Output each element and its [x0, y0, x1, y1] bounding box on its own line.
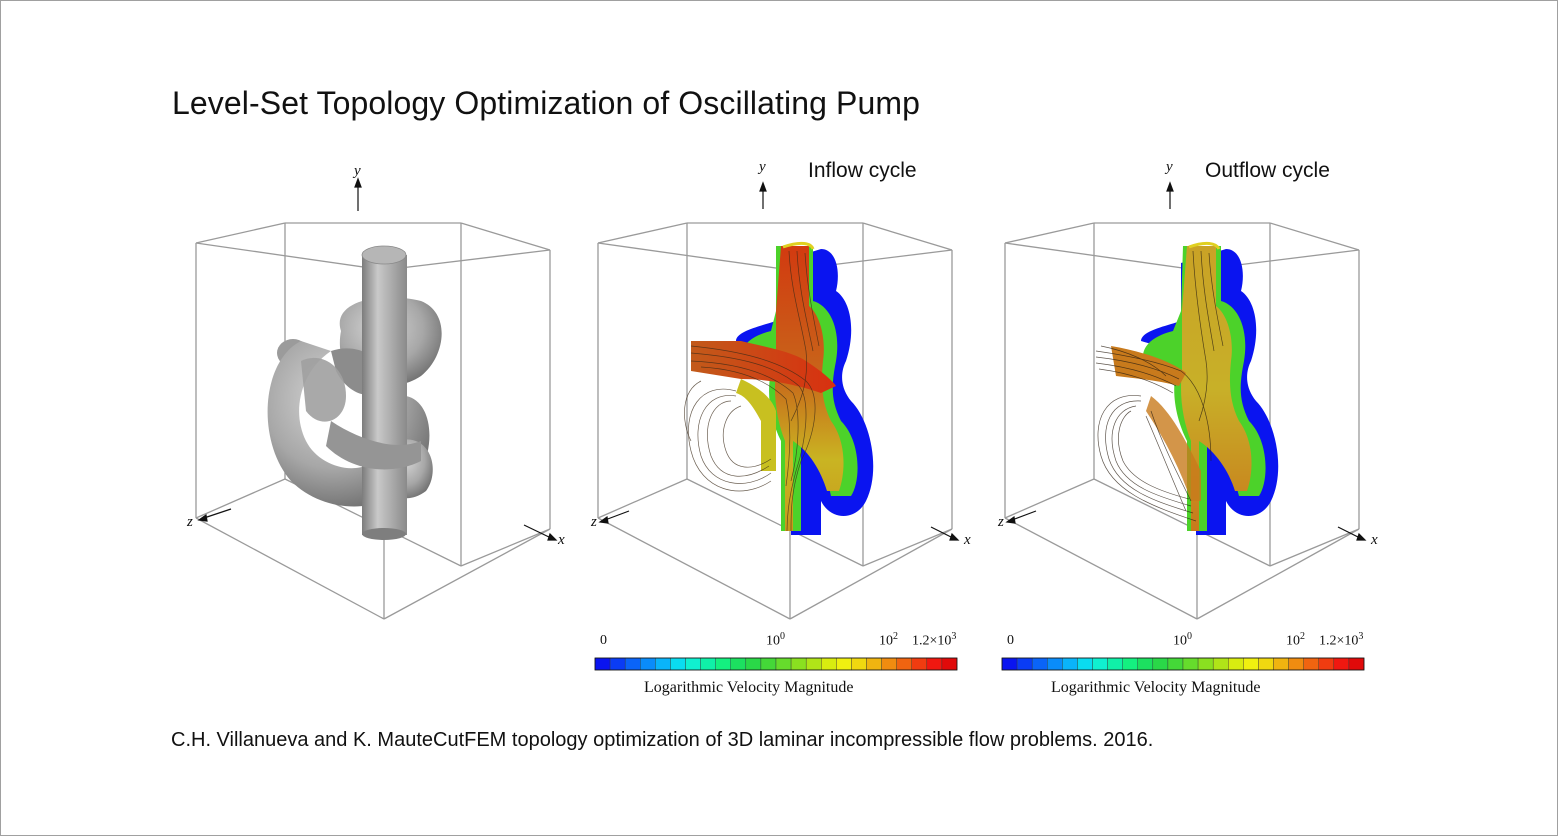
colorbar-swatch	[866, 657, 882, 671]
colorbar-swatch	[1212, 657, 1229, 671]
slide-title: Level-Set Topology Optimization of Oscil…	[172, 85, 920, 121]
inflow-cross-section	[691, 241, 874, 535]
gray-pump-solid	[267, 245, 442, 540]
colorbar-swatch	[1333, 657, 1350, 671]
colorbar-swatch	[1092, 657, 1108, 671]
colorbar-swatch	[1273, 657, 1289, 671]
cb1-tick-0: 0	[600, 633, 607, 648]
panel-label-outflow: Outflow cycle	[1205, 159, 1330, 182]
colorbar-frame	[594, 657, 958, 671]
colorbar-swatch	[1152, 657, 1169, 671]
colorbar-swatch	[1348, 657, 1365, 671]
colorbar-swatch	[821, 657, 837, 671]
inflow-streamlines	[684, 250, 820, 532]
cb2-tick-0: 0	[1007, 633, 1014, 648]
panel2-axes	[598, 181, 960, 541]
colorbar-outflow	[1001, 657, 1365, 671]
colorbar-swatch	[609, 657, 626, 671]
colorbar-swatch	[1288, 657, 1304, 671]
colorbar-swatch	[745, 657, 762, 671]
outflow-streamlines	[1095, 250, 1224, 522]
colorbar-swatch	[1258, 657, 1274, 671]
colorbar-swatch	[655, 657, 671, 671]
cb2-tick-1: 100	[1173, 631, 1192, 649]
panel3-x-axis-label: x	[1371, 532, 1378, 548]
colorbar-swatch	[851, 657, 867, 671]
colorbar-frame	[1001, 657, 1365, 671]
panel1-axes	[197, 177, 558, 541]
panel2-x-axis-label: x	[964, 532, 971, 548]
colorbar-swatch	[790, 657, 807, 671]
colorbar-swatch	[1107, 657, 1123, 671]
colorbar-swatch	[1197, 657, 1214, 671]
colorbar-swatch	[730, 657, 747, 671]
panel1-x-axis-label: x	[558, 532, 565, 548]
colorbar-swatch	[1182, 657, 1199, 671]
panel-label-inflow: Inflow cycle	[808, 159, 917, 182]
colorbar-swatch	[670, 657, 686, 671]
colorbar-swatch	[1243, 657, 1259, 671]
panel3-z-axis-label: z	[998, 514, 1004, 530]
cb1-tick-1: 100	[766, 631, 785, 649]
colorbar-swatch	[1077, 657, 1093, 671]
colorbar-swatch	[1303, 657, 1319, 671]
colorbar-swatch	[715, 657, 731, 671]
panel3-axes	[1005, 181, 1367, 541]
cb2-title: Logarithmic Velocity Magnitude	[1051, 679, 1261, 696]
colorbar-swatch	[685, 657, 701, 671]
colorbar-swatch	[911, 657, 928, 671]
cb1-tick-3: 1.2×103	[912, 631, 957, 649]
panel2-z-axis-label: z	[591, 514, 597, 530]
colorbar-swatch	[1122, 657, 1138, 671]
colorbar-swatch	[1167, 657, 1184, 671]
panel2-y-axis-label: y	[759, 159, 766, 175]
colorbar-swatch	[881, 657, 897, 671]
colorbar-swatch	[805, 657, 822, 671]
colorbar-inflow	[594, 657, 958, 671]
citation-caption: C.H. Villanueva and K. MauteCutFEM topol…	[171, 729, 1154, 751]
colorbar-swatch	[624, 657, 641, 671]
panel3-bounding-box	[1004, 222, 1360, 620]
colorbar-swatch	[896, 657, 912, 671]
panel3-y-axis-label: y	[1166, 159, 1173, 175]
colorbar-swatch	[594, 657, 611, 671]
colorbar-swatch	[1137, 657, 1154, 671]
colorbar-swatch	[1228, 657, 1244, 671]
panel1-y-axis-label: y	[354, 163, 361, 179]
colorbar-swatch	[1047, 657, 1063, 671]
colorbar-swatch	[760, 657, 777, 671]
colorbar-swatch	[775, 657, 792, 671]
colorbar-swatch	[1318, 657, 1335, 671]
colorbar-swatch	[1016, 657, 1033, 671]
colorbar-swatch	[1062, 657, 1078, 671]
panel1-z-axis-label: z	[187, 514, 193, 530]
cb1-tick-2: 102	[879, 631, 898, 649]
colorbar-swatch	[640, 657, 656, 671]
colorbar-swatch	[926, 657, 943, 671]
colorbar-swatch	[1001, 657, 1018, 671]
outflow-cross-section	[1111, 241, 1279, 535]
colorbar-swatch	[836, 657, 852, 671]
colorbar-swatch	[700, 657, 716, 671]
colorbar-swatch	[941, 657, 958, 671]
cb1-title: Logarithmic Velocity Magnitude	[644, 679, 854, 696]
cb2-tick-2: 102	[1286, 631, 1305, 649]
cb2-tick-3: 1.2×103	[1319, 631, 1364, 649]
colorbar-swatch	[1031, 657, 1048, 671]
